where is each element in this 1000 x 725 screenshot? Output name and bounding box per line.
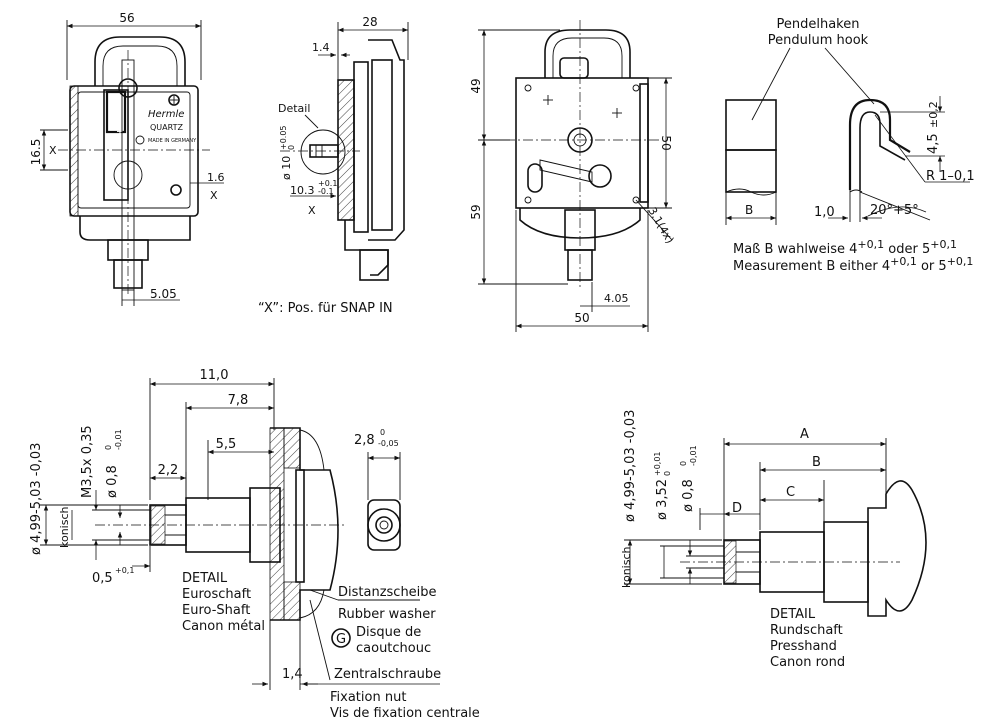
hook-note-en-sup2: +0,1: [947, 255, 974, 268]
side-diameter-tol-down: 0: [287, 145, 296, 150]
round-c-mark: C: [786, 485, 795, 500]
front-x-offset-dim: 1.6: [207, 171, 225, 184]
euro-washer-en: Rubber washer: [338, 607, 436, 622]
hook-note-en-pre: Measurement B either 4: [733, 259, 890, 274]
euro-pin-tol-up: 0: [104, 445, 113, 450]
rear-width-dim: 50: [574, 311, 589, 325]
euro-shaft-detail: 11,0 7,8 5,5 2,2 ø 4,99-5,03 -0,03: [29, 368, 480, 721]
euro-washer-fr1: Disque de: [356, 625, 421, 640]
euro-washer-fr2: caoutchouc: [356, 641, 431, 656]
front-view: 56 EO LM+1 Hermle QUARTZ MADE IN GERMANY: [29, 11, 225, 306]
round-pin-tol-down: -0,01: [689, 445, 698, 466]
round-d2: ø 3,52: [655, 479, 670, 520]
side-view: 28 1.4 Detail ø 10 +0.05 0 10.3 +0.1 -0.…: [258, 15, 409, 316]
euro-thread: M3,5x 0,35: [80, 425, 95, 498]
euro-len-tip: 2,2: [158, 463, 179, 478]
euro-washer-tol-up: 0: [380, 428, 385, 437]
side-offset-tol-down: -0.1: [318, 187, 334, 196]
hook-title-en: Pendulum hook: [768, 33, 869, 48]
euro-washer-tol-down: -0,05: [378, 439, 399, 448]
side-x-mark: X: [308, 204, 316, 217]
round-detail-3: Canon rond: [770, 655, 845, 670]
round-d2-tol-up: +0,01: [653, 451, 662, 476]
round-a-mark: A: [800, 427, 809, 442]
round-diameter: ø 4,99-5,03 -0,03: [623, 410, 638, 522]
hook-b-mark: B: [745, 203, 753, 217]
side-offset-tol-up: +0.1: [318, 179, 337, 188]
rear-view: 49 59 50 50 4.05 3.1(4x): [469, 20, 676, 332]
front-height-dim: 16.5: [29, 139, 43, 166]
euro-depth-tol: +0,1: [115, 566, 134, 575]
front-bottom-dim: 5.05: [150, 287, 177, 301]
euro-konisch: konisch: [58, 506, 71, 548]
round-d-mark: D: [732, 501, 742, 516]
hook-note-de: Maß B wahlweise 4+0,1 oder 5+0,1: [733, 238, 957, 257]
round-b-mark: B: [812, 455, 821, 470]
front-made-in: MADE IN GERMANY: [148, 138, 197, 144]
euro-detail-2: Euro-Shaft: [182, 603, 250, 618]
euro-len-total: 11,0: [200, 368, 229, 383]
hook-note-en-sup1: +0,1: [890, 255, 917, 268]
front-x-left: X: [49, 144, 57, 157]
side-gap-dim: 1.4: [312, 41, 330, 54]
round-pin-tol-up: 0: [679, 461, 688, 466]
rear-shaft-offset-dim: 4.05: [604, 292, 629, 305]
euro-nut-de: Zentralschraube: [334, 667, 441, 682]
side-offset-dim: 10.3: [290, 184, 315, 197]
hook-angle-dim: 20°+5°: [870, 203, 919, 218]
hook-note-de-mid: oder 5: [884, 242, 930, 257]
euro-pin-tol-down: -0,01: [114, 429, 123, 450]
hook-note-de-sup2: +0,1: [930, 238, 957, 251]
hook-radius-dim: R 1–0,1: [926, 169, 975, 184]
euro-detail-1: Euroschaft: [182, 587, 251, 602]
hook-title-de: Pendelhaken: [777, 17, 860, 32]
euro-detail-3: Canon métal: [182, 619, 265, 634]
euro-washer-de: Distanzscheibe: [338, 585, 437, 600]
round-detail-1: Rundschaft: [770, 623, 843, 638]
front-logo: Hermle: [148, 109, 184, 120]
round-detail-0: DETAIL: [770, 607, 816, 622]
euro-g-mark: G: [336, 632, 346, 647]
front-width-dim: 56: [119, 11, 134, 25]
hook-height-tol: ±0,2: [927, 101, 940, 128]
euro-washer-width: 2,8: [354, 433, 375, 448]
front-x-right: X: [210, 189, 218, 202]
pendulum-hook: Pendelhaken Pendulum hook B 4,5 ±0,2 R 1…: [725, 17, 975, 274]
rear-side-dim: 50: [659, 135, 673, 150]
front-label-plate: EO LM+1: [114, 96, 124, 141]
euro-nut-en: Fixation nut: [330, 690, 406, 705]
hook-note-de-pre: Maß B wahlweise 4: [733, 242, 857, 257]
side-detail-label: Detail: [278, 102, 310, 115]
euro-len-mid: 7,8: [228, 393, 249, 408]
rear-bottom-height-dim: 59: [469, 204, 483, 219]
euro-nut-fr: Vis de fixation centrale: [330, 706, 480, 721]
hook-note-en: Measurement B either 4+0,1 or 5+0,1: [733, 255, 973, 274]
rear-top-height-dim: 49: [469, 78, 483, 93]
euro-len-thread: 5,5: [216, 437, 237, 452]
side-caption: “X”: Pos. für SNAP IN: [258, 301, 393, 316]
hook-note-de-sup1: +0,1: [857, 238, 884, 251]
euro-diameter: ø 4,99-5,03 -0,03: [29, 443, 44, 555]
side-diameter-tol-up: +0.05: [279, 125, 288, 150]
euro-pin: ø 0,8: [105, 465, 120, 498]
round-detail-2: Presshand: [770, 639, 837, 654]
side-diameter-dim: ø 10: [280, 156, 293, 180]
hook-note-en-mid: or 5: [917, 259, 947, 274]
hook-height-dim: 4,5: [926, 133, 941, 154]
hook-thickness-dim: 1,0: [814, 205, 835, 220]
round-d2-tol-down: 0: [663, 471, 672, 476]
front-brand-sub: QUARTZ: [150, 123, 183, 132]
rear-screw-dim: 3.1(4x): [645, 205, 676, 246]
euro-nut-len: 1,4: [282, 667, 303, 682]
round-konisch: konisch: [620, 546, 633, 588]
euro-depth: 0,5: [92, 571, 113, 586]
euro-detail-0: DETAIL: [182, 571, 228, 586]
side-depth-dim: 28: [362, 15, 377, 29]
round-pin: ø 0,8: [681, 479, 696, 512]
round-shaft-detail: A B C D ø 4,99-5,03 -0,03 konisch ø 3,52…: [620, 410, 927, 670]
